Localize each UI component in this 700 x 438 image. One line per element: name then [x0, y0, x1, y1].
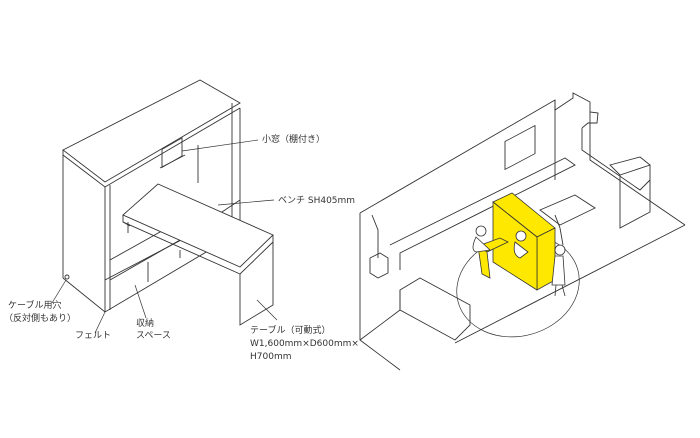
- label-cable-hole-note: （反対側もあり）: [4, 314, 77, 324]
- label-table-height: H700mm: [250, 352, 292, 362]
- room-scene: [359, 92, 686, 371]
- label-storage-space: スペース: [136, 331, 171, 341]
- label-small-window: 小窓（棚付き）: [262, 135, 326, 145]
- label-cable-hole: ケーブル用穴: [8, 301, 62, 311]
- label-bench: ベンチ SH405mm: [278, 196, 356, 206]
- label-storage: 収納: [136, 319, 155, 329]
- label-felt: フェルト: [75, 331, 112, 341]
- label-table-dimensions: W1,600mm×D600mm×: [250, 339, 359, 349]
- leader-lines: [51, 139, 278, 334]
- people: [472, 225, 566, 297]
- movable-table-drawing: [122, 183, 274, 326]
- label-table: テーブル（可動式）: [250, 326, 331, 336]
